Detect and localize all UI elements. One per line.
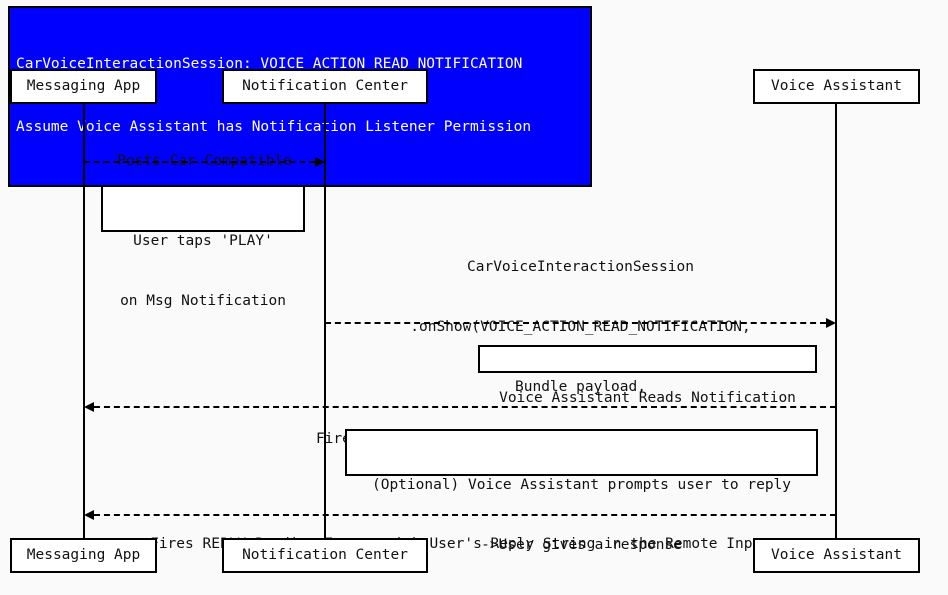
note-optional-prompt: (Optional) Voice Assistant prompts user … — [345, 429, 818, 553]
message-arrow-on-show — [325, 322, 826, 324]
participant-footer-notification-center[interactable]: Notification Center — [222, 538, 428, 573]
note-optional-prompt-line-2: ->User gives a response — [481, 537, 682, 553]
lifeline-notification-center — [324, 104, 326, 539]
diagram-title-line-1: CarVoiceInteractionSession: VOICE_ACTION… — [16, 56, 523, 72]
message-arrowhead-on-show — [826, 318, 836, 328]
message-label-on-show-line-3: Bundle payload, — [515, 379, 646, 395]
participant-notification-center[interactable]: Notification Center — [222, 69, 428, 104]
note-assistant-reads: Voice Assistant Reads Notification — [478, 345, 817, 406]
diagram-title-line-2: Assume Voice Assistant has Notification … — [16, 119, 532, 135]
message-arrowhead-reply-pending-intent — [84, 510, 94, 520]
participant-footer-messaging-app[interactable]: Messaging App — [10, 538, 157, 573]
participant-messaging-app[interactable]: Messaging App — [10, 69, 157, 104]
message-label-reply-pending-intent: Fires REPLY Pending Intent with User's R… — [84, 494, 836, 594]
lifeline-messaging-app — [83, 104, 85, 539]
message-label-on-show-line-1: CarVoiceInteractionSession — [467, 259, 694, 275]
participant-voice-assistant[interactable]: Voice Assistant — [753, 69, 920, 104]
lifeline-voice-assistant — [835, 104, 837, 539]
message-arrow-mark-as-read — [94, 406, 836, 408]
message-arrow-reply-pending-intent — [94, 514, 836, 516]
note-user-taps-play-line-1: User taps 'PLAY' — [133, 233, 273, 249]
participant-footer-voice-assistant[interactable]: Voice Assistant — [753, 538, 920, 573]
message-label-on-show-line-2: .onShow(VOICE_ACTION_READ_NOTIFICATION, — [410, 319, 751, 335]
message-arrowhead-post-notification — [315, 157, 325, 167]
message-arrow-post-notification — [84, 161, 315, 163]
note-user-taps-play-line-2: on Msg Notification — [120, 293, 286, 309]
note-assistant-reads-line-1: Voice Assistant Reads Notification — [499, 390, 796, 406]
note-user-taps-play: User taps 'PLAY' on Msg Notification — [101, 185, 305, 309]
message-arrowhead-mark-as-read — [84, 402, 94, 412]
message-label-reply-pending-intent-line-1: Fires REPLY Pending Intent with User's R… — [150, 536, 770, 552]
note-optional-prompt-line-1: (Optional) Voice Assistant prompts user … — [371, 477, 792, 493]
